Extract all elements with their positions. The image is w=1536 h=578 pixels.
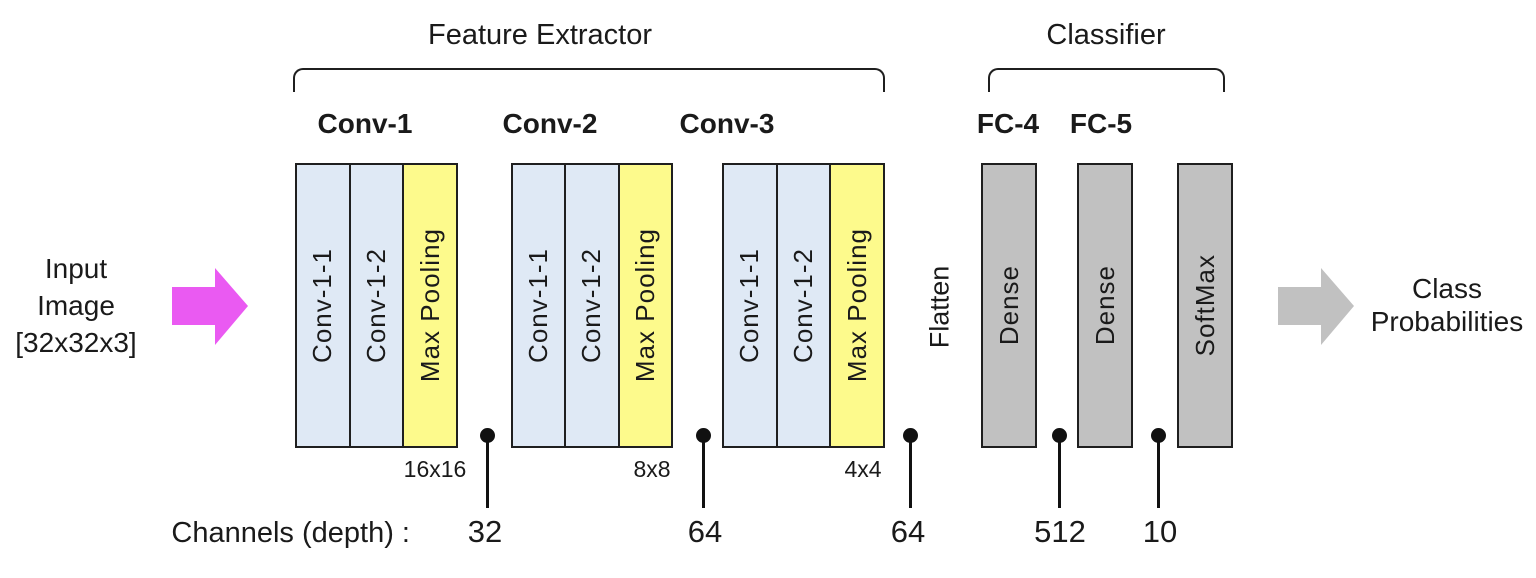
channels-depth-label: Channels (depth) :	[171, 517, 410, 549]
conv1-2-layer: Conv-1-2	[348, 165, 403, 446]
channels-value-3: 64	[890, 514, 926, 549]
fc4-dense-label: Dense	[993, 265, 1024, 346]
connector-line-5	[1157, 441, 1160, 508]
feature-extractor-bracket	[293, 68, 885, 92]
connector-dot-3	[903, 428, 918, 443]
fc4-label: FC-4	[976, 108, 1040, 139]
classifier-bracket	[988, 68, 1225, 92]
connector-line-1	[486, 441, 489, 508]
connector-dot-1	[480, 428, 495, 443]
connector-line-4	[1058, 441, 1061, 508]
conv1-maxpool-layer: Max Pooling	[402, 165, 457, 446]
conv1-block: Conv-1-1 Conv-1-2 Max Pooling	[295, 163, 458, 448]
input-line-2: Image	[37, 290, 115, 321]
output-arrow	[1278, 268, 1354, 345]
connector-dot-5	[1151, 428, 1166, 443]
conv3-2-layer-label: Conv-1-2	[788, 248, 818, 363]
conv1-maxpool-label: Max Pooling	[414, 228, 445, 383]
conv3-2-layer: Conv-1-2	[775, 165, 830, 446]
class-probabilities-label: Class Probabilities	[1358, 272, 1536, 338]
fc4-dense-block: Dense	[981, 163, 1037, 448]
input-image-label: Input Image [32x32x3]	[0, 250, 152, 361]
fc5-label: FC-5	[1069, 108, 1133, 139]
conv2-maxpool-label: Max Pooling	[629, 228, 660, 383]
channels-value-5: 10	[1142, 514, 1178, 549]
connector-line-3	[909, 441, 912, 508]
conv1-1-layer: Conv-1-1	[297, 165, 349, 446]
input-arrow	[172, 268, 248, 345]
connector-dot-2	[696, 428, 711, 443]
conv3-output-size: 4x4	[844, 456, 882, 482]
conv2-1-layer: Conv-1-1	[513, 165, 565, 446]
conv2-2-layer-label: Conv-1-2	[576, 248, 607, 363]
feature-extractor-title: Feature Extractor	[427, 19, 653, 51]
conv3-maxpool-layer: Max Pooling	[829, 165, 884, 446]
input-line-3: [32x32x3]	[15, 327, 137, 358]
conv2-1-layer-label: Conv-1-1	[523, 248, 554, 363]
conv1-2-layer-label: Conv-1-2	[361, 248, 391, 363]
fc5-dense-block: Dense	[1077, 163, 1133, 448]
conv1-label: Conv-1	[317, 108, 413, 139]
softmax-block: SoftMax	[1177, 163, 1233, 448]
output-line-2: Probabilities	[1370, 306, 1524, 337]
conv3-1-layer: Conv-1-1	[724, 165, 776, 446]
fc5-dense-label: Dense	[1089, 265, 1120, 346]
conv3-1-layer-label: Conv-1-1	[734, 248, 765, 363]
conv2-maxpool-layer: Max Pooling	[617, 165, 671, 446]
connector-dot-4	[1052, 428, 1067, 443]
channels-value-2: 64	[687, 514, 723, 549]
classifier-title: Classifier	[1046, 19, 1166, 51]
conv2-label: Conv-2	[502, 108, 598, 139]
conv3-maxpool-label: Max Pooling	[841, 228, 872, 383]
conv2-block: Conv-1-1 Conv-1-2 Max Pooling	[511, 163, 673, 448]
flatten-label: Flatten	[924, 265, 955, 349]
conv1-1-layer-label: Conv-1-1	[307, 248, 338, 363]
channels-value-4: 512	[1034, 514, 1086, 549]
conv2-output-size: 8x8	[633, 456, 671, 482]
output-line-1: Class	[1411, 273, 1482, 304]
conv1-output-size: 16x16	[403, 456, 467, 482]
conv3-block: Conv-1-1 Conv-1-2 Max Pooling	[722, 163, 885, 448]
channels-value-1: 32	[467, 514, 503, 549]
input-line-1: Input	[44, 253, 108, 284]
connector-line-2	[702, 441, 705, 508]
conv3-label: Conv-3	[679, 108, 775, 139]
conv2-2-layer: Conv-1-2	[564, 165, 618, 446]
softmax-label: SoftMax	[1189, 254, 1220, 357]
